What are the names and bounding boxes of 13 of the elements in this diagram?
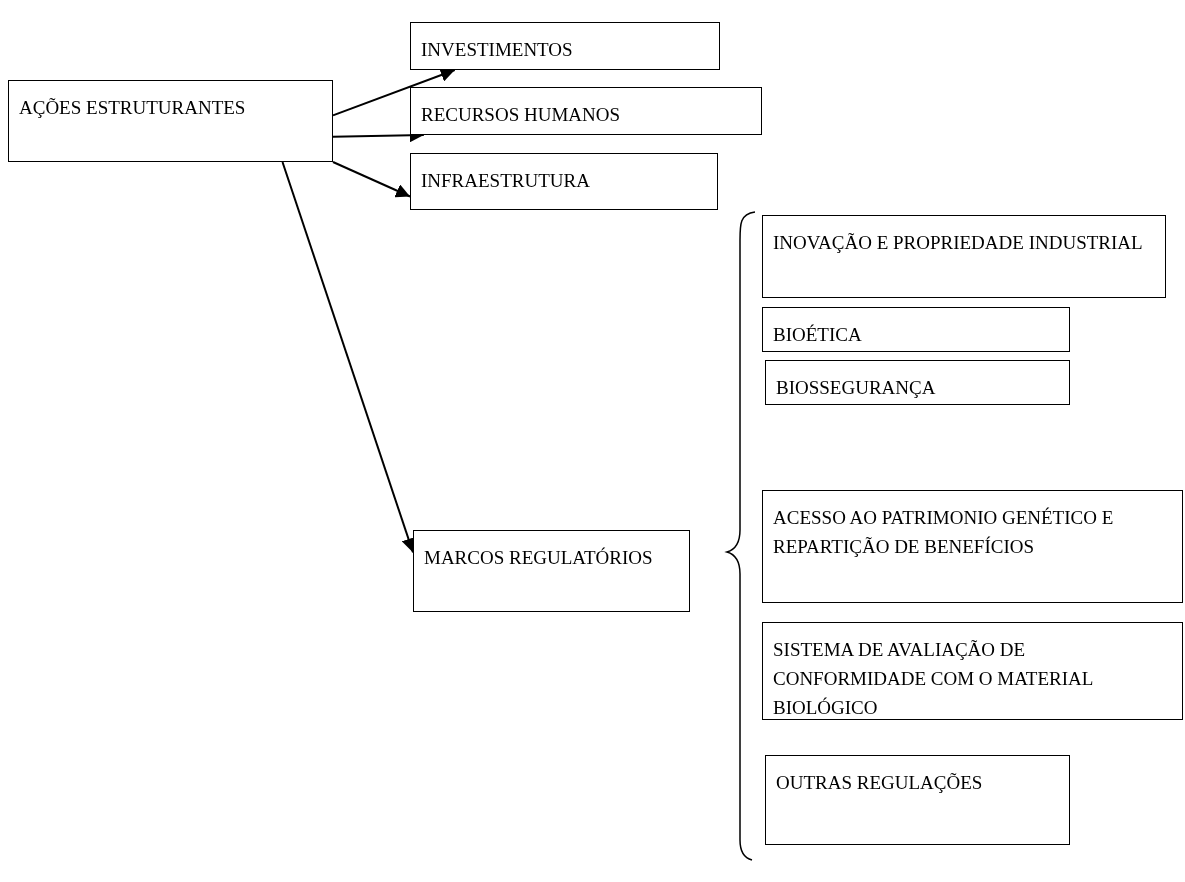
text-box: BIOSSEGURANÇA xyxy=(765,360,1070,405)
text-box: INVESTIMENTOS xyxy=(410,22,720,70)
text-box: INOVAÇÃO E PROPRIEDADE INDUSTRIAL xyxy=(762,215,1166,298)
arrow xyxy=(332,160,411,198)
text-box: INFRAESTRUTURA xyxy=(410,153,718,210)
text-box: OUTRAS REGULAÇÕES xyxy=(765,755,1070,845)
text-box: ACESSO AO PATRIMONIO GENÉTICO E REPARTIÇÃO DE BENEFÍCIOS xyxy=(762,490,1183,603)
text-box: MARCOS REGULATÓRIOS xyxy=(413,530,690,612)
arrow xyxy=(332,68,456,117)
text-box: SISTEMA DE AVALIAÇÃO DE CONFORMIDADE COM O MATERIAL BIOLÓGICO xyxy=(762,622,1183,720)
text-box: BIOÉTICA xyxy=(762,307,1070,352)
text-box: AÇÕES ESTRUTURANTES xyxy=(8,80,333,162)
text-box: RECURSOS HUMANOS xyxy=(410,87,762,135)
